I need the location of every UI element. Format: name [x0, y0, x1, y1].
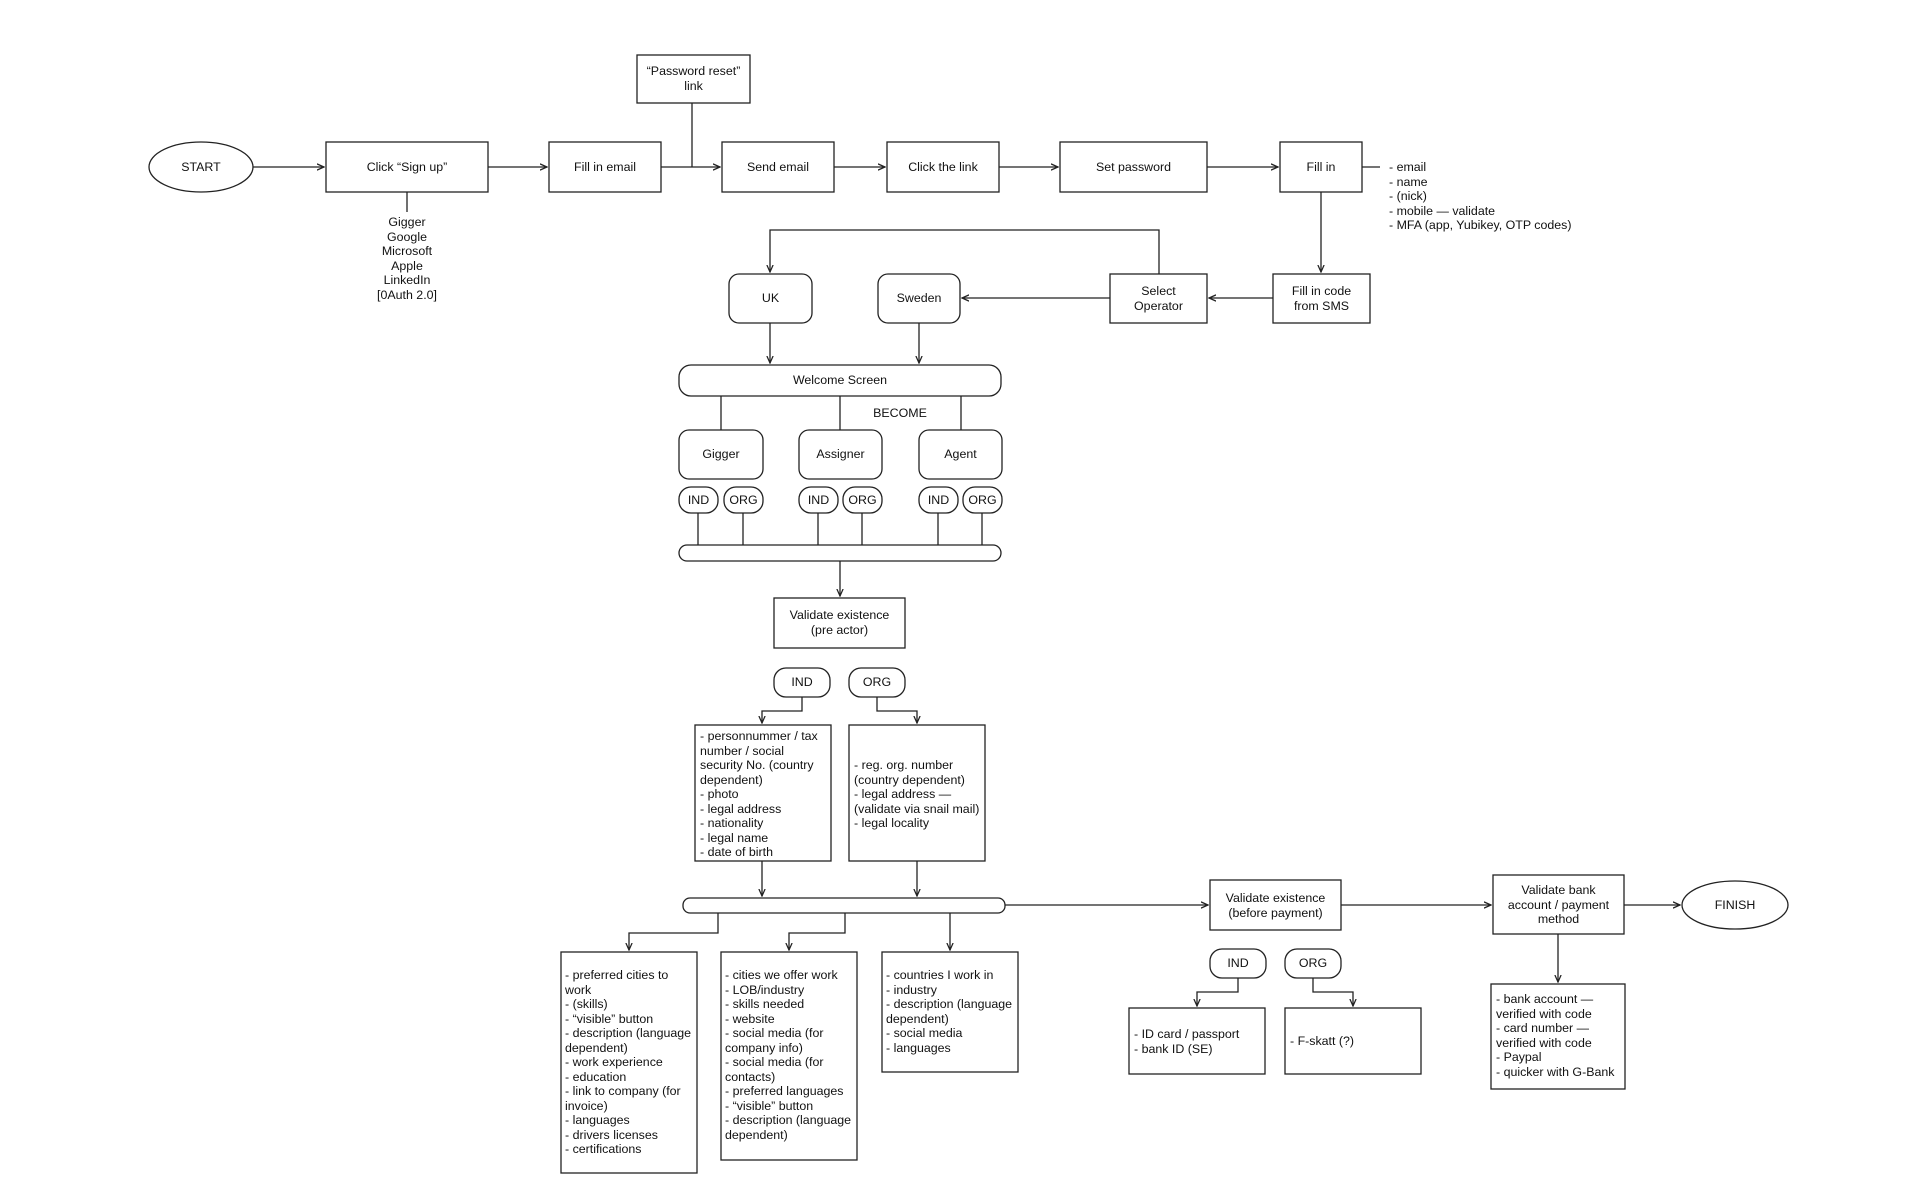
agent-role[interactable]: Agent — [944, 447, 977, 461]
validate-pre-box — [773, 597, 906, 649]
sweden-option[interactable]: Sweden — [896, 291, 942, 305]
payment-org[interactable]: ORG — [1298, 956, 1328, 970]
pre-ind[interactable]: IND — [791, 675, 813, 689]
ind-details: - personnummer / tax number / social sec… — [700, 729, 818, 859]
payment-ind[interactable]: IND — [1227, 956, 1249, 970]
merge-bar-roles — [678, 544, 1002, 562]
org-payment-docs: - F-skatt (?) — [1290, 1034, 1355, 1048]
gigger-profile-box — [560, 951, 698, 1174]
uk-option[interactable]: UK — [761, 291, 780, 305]
set-password-step[interactable]: Set password — [1095, 160, 1172, 174]
validate-bank-step[interactable]: Validate bank account / payment method — [1507, 883, 1610, 926]
fill-code-step[interactable]: Fill in code from SMS — [1291, 284, 1352, 313]
gigger-ind[interactable]: IND — [687, 493, 710, 507]
fill-email-step[interactable]: Fill in email — [574, 160, 636, 174]
fill-in-items: - email - name - (nick) - mobile — valid… — [1389, 160, 1572, 232]
org-details: - reg. org. number (country dependent) -… — [854, 758, 980, 830]
bank-methods: - bank account — verified with code - ca… — [1496, 992, 1615, 1079]
assigner-org[interactable]: ORG — [848, 493, 877, 507]
select-operator-step[interactable]: Select Operator — [1134, 284, 1183, 313]
bank-methods-box — [1490, 983, 1626, 1090]
become-label: BECOME — [873, 406, 927, 420]
gigger-role[interactable]: Gigger — [702, 447, 740, 461]
agent-profile-box — [881, 951, 1019, 1073]
validate-payment-step[interactable]: Validate existence (before payment) — [1225, 891, 1326, 920]
ind-payment-docs: - ID card / passport - bank ID (SE) — [1134, 1027, 1240, 1056]
fill-in-step[interactable]: Fill in — [1306, 160, 1336, 174]
assigner-ind[interactable]: IND — [807, 493, 830, 507]
ind-payment-box — [1128, 1007, 1266, 1075]
validate-pre-step[interactable]: Validate existence (pre actor) — [789, 608, 890, 637]
oauth-providers: Gigger Google Microsoft Apple LinkedIn [… — [377, 215, 437, 302]
click-link-step[interactable]: Click the link — [908, 160, 978, 174]
assigner-role[interactable]: Assigner — [816, 447, 865, 461]
sign-up-step[interactable]: Click “Sign up” — [366, 160, 448, 174]
assigner-profile: - cities we offer work - LOB/industry - … — [725, 968, 852, 1142]
send-email-step[interactable]: Send email — [747, 160, 809, 174]
ind-details-box — [694, 724, 832, 862]
password-reset-step[interactable]: “Password reset” link — [646, 64, 741, 93]
start-node[interactable]: START — [181, 160, 221, 174]
welcome-screen[interactable]: Welcome Screen — [792, 373, 888, 387]
agent-org[interactable]: ORG — [968, 493, 997, 507]
finish-node[interactable]: FINISH — [1714, 898, 1756, 912]
password-reset-box — [636, 54, 751, 104]
assigner-profile-box — [720, 951, 858, 1161]
finish-node-shape — [1681, 880, 1789, 930]
merge-bar-details — [682, 897, 1006, 914]
connectors — [253, 103, 1680, 1006]
org-payment-box — [1284, 1007, 1422, 1075]
gigger-org[interactable]: ORG — [729, 493, 758, 507]
agent-ind[interactable]: IND — [927, 493, 950, 507]
agent-profile: - countries I work in - industry - descr… — [886, 968, 1013, 1055]
gigger-profile: - preferred cities to work - (skills) - … — [565, 968, 692, 1156]
pre-org[interactable]: ORG — [862, 675, 892, 689]
